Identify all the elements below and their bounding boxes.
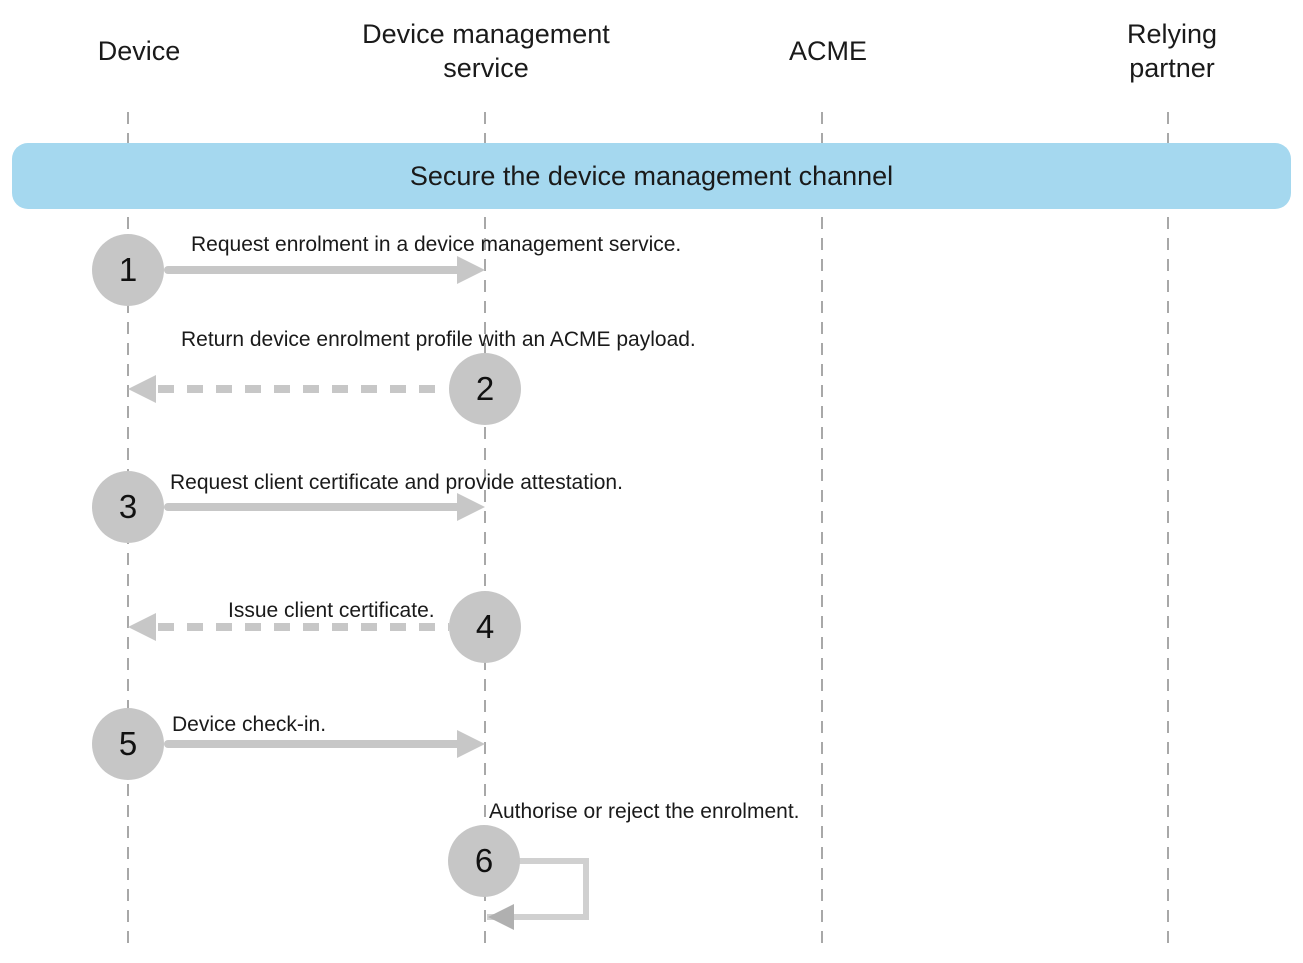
step-3-label: Request client certificate and provide a…	[170, 471, 623, 494]
step-1-arrow-right-icon	[164, 256, 485, 284]
step-5-circle: 5	[92, 708, 164, 780]
step-5-label: Device check-in.	[172, 713, 327, 736]
step-3-arrow-right-icon	[164, 493, 485, 521]
step-6-loop-arrowhead-icon	[488, 904, 514, 930]
banner-secure-channel: Secure the device management channel	[12, 143, 1291, 209]
step-1-circle: 1	[92, 234, 164, 306]
step-1-label: Request enrolment in a device management…	[191, 233, 682, 256]
step-2-label: Return device enrolment profile with an …	[181, 328, 696, 351]
step-4-circle: 4	[449, 591, 521, 663]
step-3-circle: 3	[92, 471, 164, 543]
lifeline-device-management-service	[484, 112, 486, 950]
actor-label-acme: ACME	[788, 36, 868, 66]
actor-label-device: Device	[97, 36, 181, 66]
actor-label-device-management-service: Device management service	[362, 19, 610, 83]
step-6-circle: 6	[448, 825, 520, 897]
step-4-arrow-left-icon	[128, 613, 449, 641]
step-4-label: Issue client certificate.	[228, 599, 435, 622]
lifeline-acme	[821, 112, 823, 950]
step-6-label: Authorise or reject the enrolment.	[489, 800, 800, 823]
step-2-circle: 2	[449, 353, 521, 425]
lifeline-relying-partner	[1167, 112, 1169, 950]
step-5-arrow-right-icon	[164, 730, 485, 758]
step-6-self-loop-icon	[487, 858, 589, 920]
actor-label-relying-partner: Relying partner	[1126, 19, 1218, 83]
step-2-arrow-left-icon	[128, 375, 448, 403]
banner-title: Secure the device management channel	[409, 160, 894, 191]
